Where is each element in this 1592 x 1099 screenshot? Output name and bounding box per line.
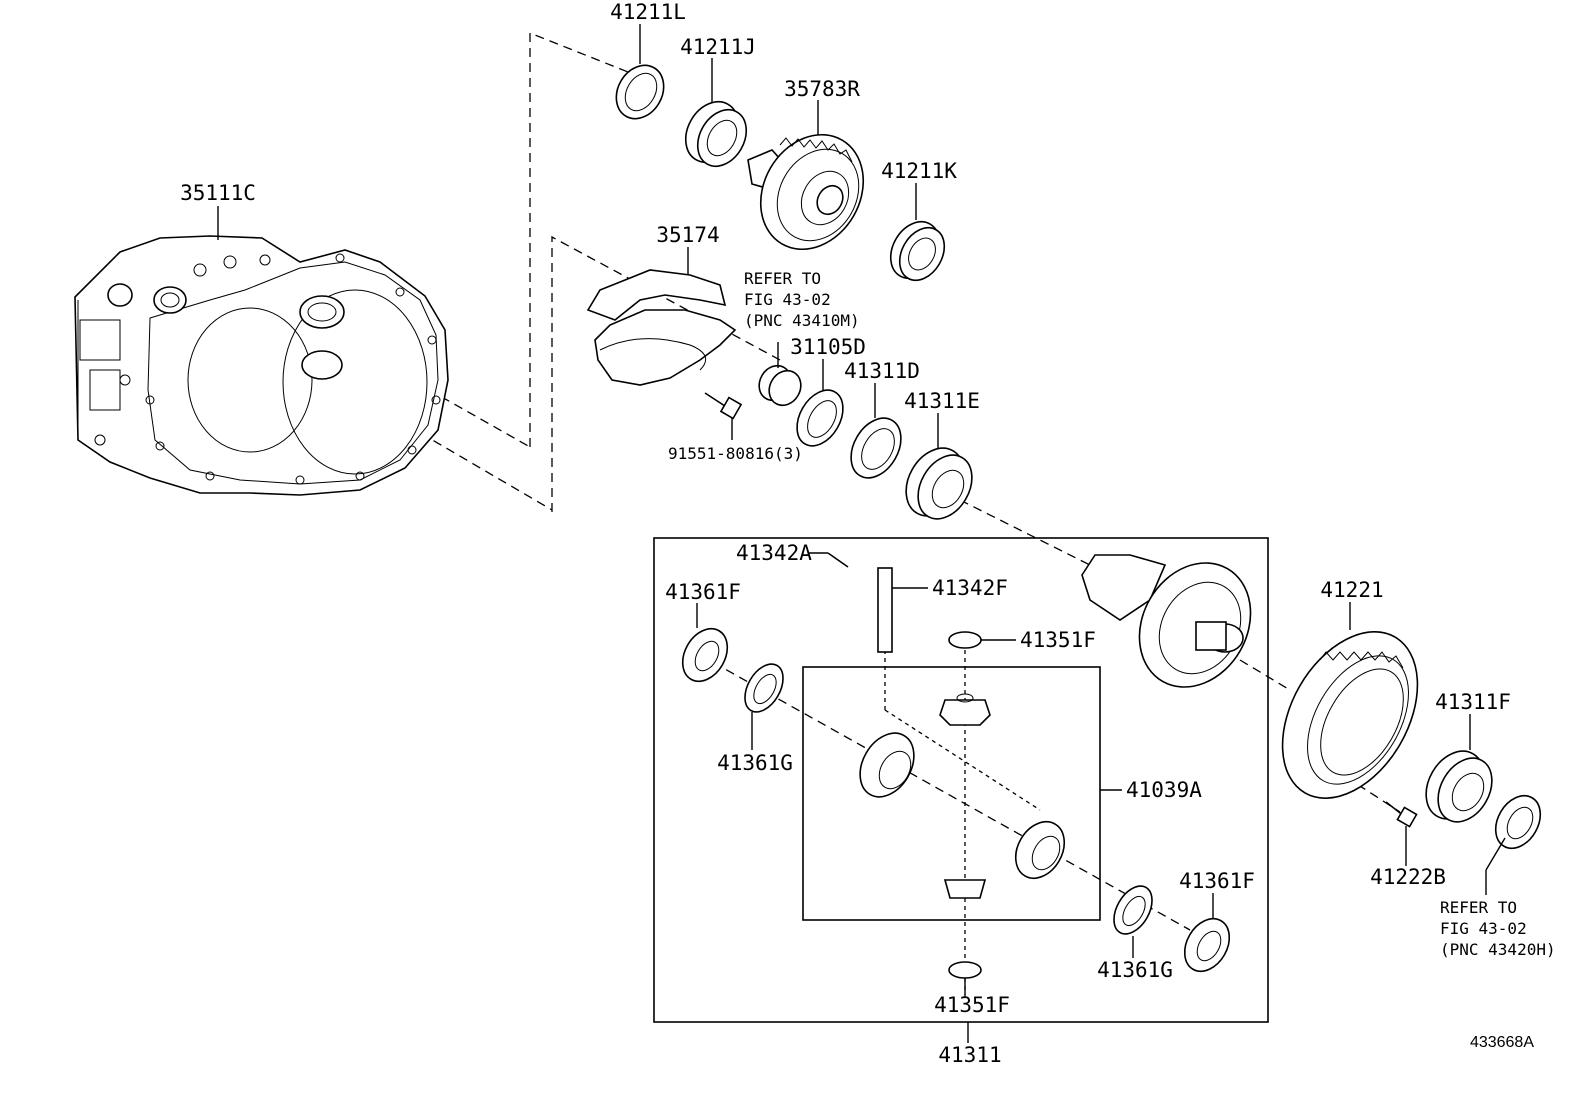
bearing-41211K <box>889 220 946 282</box>
label-41221: 41221 <box>1320 578 1383 602</box>
transaxle-case <box>74 235 449 496</box>
shim-41311D <box>796 389 844 447</box>
oil-receiver-35174 <box>586 269 737 386</box>
label-41351F-bottom: 41351F <box>934 993 1010 1017</box>
label-41361G-right: 41361G <box>1097 958 1173 982</box>
pin-41342A <box>827 552 849 568</box>
side-gear-left <box>859 732 915 798</box>
label-41361F-right: 41361F <box>1179 869 1255 893</box>
bearing-41211J <box>684 101 748 168</box>
label-41342F: 41342F <box>932 576 1008 600</box>
label-41211K: 41211K <box>881 159 957 183</box>
label-41039A: 41039A <box>1126 778 1202 802</box>
label-41311F: 41311F <box>1435 690 1511 714</box>
refer-note-line: FIG 43-02 <box>744 290 831 309</box>
label-91551-80816: 91551-80816(3) <box>668 444 803 463</box>
washer-41351F-top <box>948 631 982 649</box>
bolt-91551 <box>704 392 743 420</box>
label-31105D: 31105D <box>790 335 866 359</box>
refer-note-43410M: REFER TO FIG 43-02 (PNC 43410M) <box>744 269 860 330</box>
label-41342A: 41342A <box>736 541 812 565</box>
refer-note-line: REFER TO <box>744 269 821 288</box>
washer-41351F-bottom <box>948 961 982 979</box>
reference-code: 433668A <box>1470 1034 1534 1051</box>
race-41311E-washer <box>850 417 902 479</box>
label-41311E: 41311E <box>904 389 980 413</box>
washer-41361F-right <box>1183 917 1231 973</box>
bearing-41311F <box>1425 750 1493 823</box>
label-41351F-top: 41351F <box>1020 628 1096 652</box>
ring-gear-41221 <box>1281 631 1419 799</box>
refer-note-line: (PNC 43410M) <box>744 311 860 330</box>
leader-lines <box>217 24 1506 1043</box>
diff-case <box>1081 554 1252 688</box>
sleeve-31105D <box>758 364 802 407</box>
washer-41361G-right <box>1113 885 1153 935</box>
label-41311: 41311 <box>938 1043 1001 1067</box>
oil-seal-right <box>1494 794 1542 850</box>
label-41211J: 41211J <box>680 35 756 59</box>
part-labels: 41211L 41211J 35783R 41211K 35111C 35174… <box>180 0 1511 1067</box>
refer-note-line: (PNC 43420H) <box>1440 940 1556 959</box>
pinion-set-box <box>802 666 1101 921</box>
differential-assembly-box <box>653 537 1269 1023</box>
label-35111C: 35111C <box>180 181 256 205</box>
oil-seal-41211L <box>615 64 665 120</box>
gear-35783R <box>747 133 865 251</box>
pinion-gear-bottom <box>943 879 987 899</box>
washer-41361G-left <box>744 663 784 713</box>
label-35783R: 35783R <box>784 77 860 101</box>
refer-note-43420H: REFER TO FIG 43-02 (PNC 43420H) <box>1440 898 1556 959</box>
label-35174: 35174 <box>656 223 719 247</box>
pinion-gear-top <box>939 693 991 726</box>
refer-note-line: FIG 43-02 <box>1440 919 1527 938</box>
washer-41361F-left <box>681 627 729 683</box>
label-41361G-left: 41361G <box>717 751 793 775</box>
side-gear-right <box>1014 820 1066 880</box>
label-41361F-left: 41361F <box>665 580 741 604</box>
bolt-41222B <box>1385 801 1418 828</box>
guide-lines <box>329 32 1401 1000</box>
label-41311D: 41311D <box>844 359 920 383</box>
label-41211L: 41211L <box>610 0 686 24</box>
refer-note-line: REFER TO <box>1440 898 1517 917</box>
pinion-shaft-41342F <box>877 567 893 653</box>
label-41222B: 41222B <box>1370 865 1446 889</box>
bearing-41311E <box>905 447 973 520</box>
